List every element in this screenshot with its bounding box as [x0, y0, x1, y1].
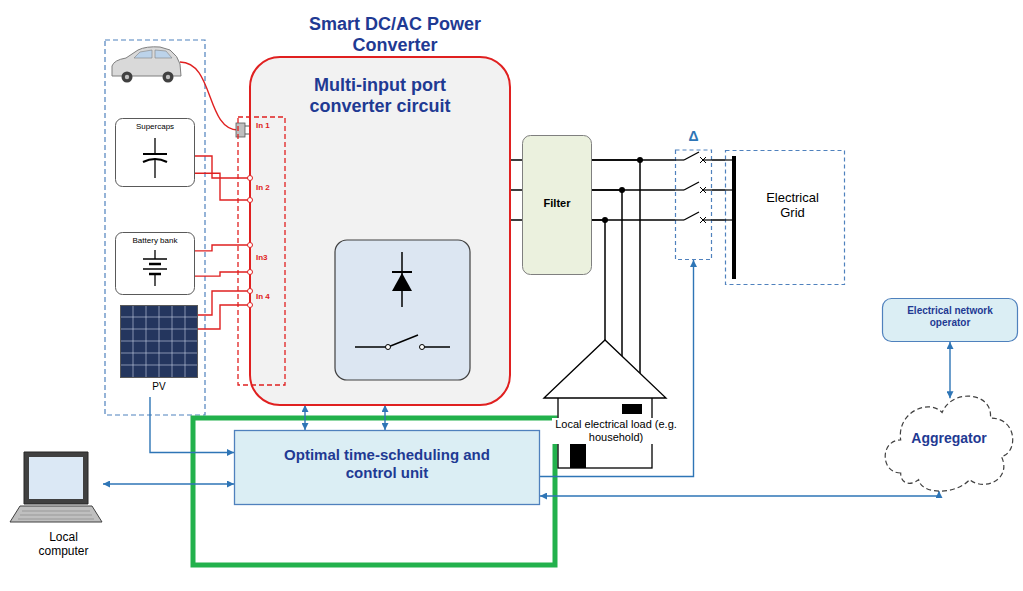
household-load-shape [540, 338, 700, 470]
converter-region: Smart DC/AC Power ConverterMulti-input p… [222, 8, 860, 540]
electric-car [112, 47, 181, 83]
control-unit-box: Optimal time-scheduling and control unit [234, 430, 540, 505]
network-operator-box: Electrical network operator [882, 298, 1018, 342]
port-label: In 1 [256, 121, 270, 130]
node-label: Smart DC/AC Power Converter [295, 14, 495, 56]
port-label: In 2 [256, 183, 270, 192]
power-line [510, 160, 522, 220]
node-label: PV [120, 381, 198, 393]
junction-dot [602, 217, 608, 223]
port-label: In 4 [256, 292, 270, 301]
local-computer-shape [8, 448, 103, 586]
breaker-box: Δ [675, 128, 712, 260]
source-group-outline [105, 40, 205, 415]
filter-box: Filter [522, 135, 592, 275]
source-wire [195, 156, 250, 200]
node-label: Electrical Grid [755, 190, 830, 221]
port-label: In3 [256, 253, 268, 262]
junction-dot [637, 157, 643, 163]
aggregator-cloud: Aggregator [880, 385, 1018, 495]
supercap-box: Supercaps [115, 118, 195, 187]
junction-dot [619, 187, 625, 193]
signal-arrow [540, 491, 939, 496]
household-load: Local electrical load (e.g. household) [540, 338, 700, 470]
breaker-box-shape [675, 128, 712, 260]
signal-arrow [384, 405, 385, 430]
signal-arrow [103, 483, 234, 484]
node-label: Battery bank [117, 236, 193, 245]
node-label: Local computer [26, 530, 101, 558]
signal-arrow [949, 342, 950, 398]
node-label: Local electrical load (e.g. household) [552, 418, 680, 444]
node-label: Δ [675, 128, 712, 145]
battery-box: Battery bank [115, 232, 195, 295]
signal-arrow [304, 405, 305, 430]
signal-arrow [540, 260, 694, 477]
grid-box: Electrical Grid [725, 150, 845, 285]
local-computer: Local computer [8, 448, 103, 586]
power-line [712, 160, 725, 220]
power-line [592, 160, 640, 375]
source-wire [198, 291, 250, 329]
node-label: Optimal time-scheduling and control unit [264, 446, 510, 481]
node-label: Supercaps [117, 122, 193, 131]
node-label: Aggregator [894, 430, 1004, 447]
pv-panel: PV [120, 305, 198, 397]
converter-circuit-box: Multi-input port converter circuit [250, 57, 510, 405]
node-label: Multi-input port converter circuit [305, 75, 455, 117]
node-label: Filter [524, 197, 590, 210]
highlight-frame [193, 418, 555, 565]
source-wire [195, 245, 250, 276]
signal-arrow [150, 397, 234, 453]
node-label: Electrical network operator [888, 305, 1012, 329]
